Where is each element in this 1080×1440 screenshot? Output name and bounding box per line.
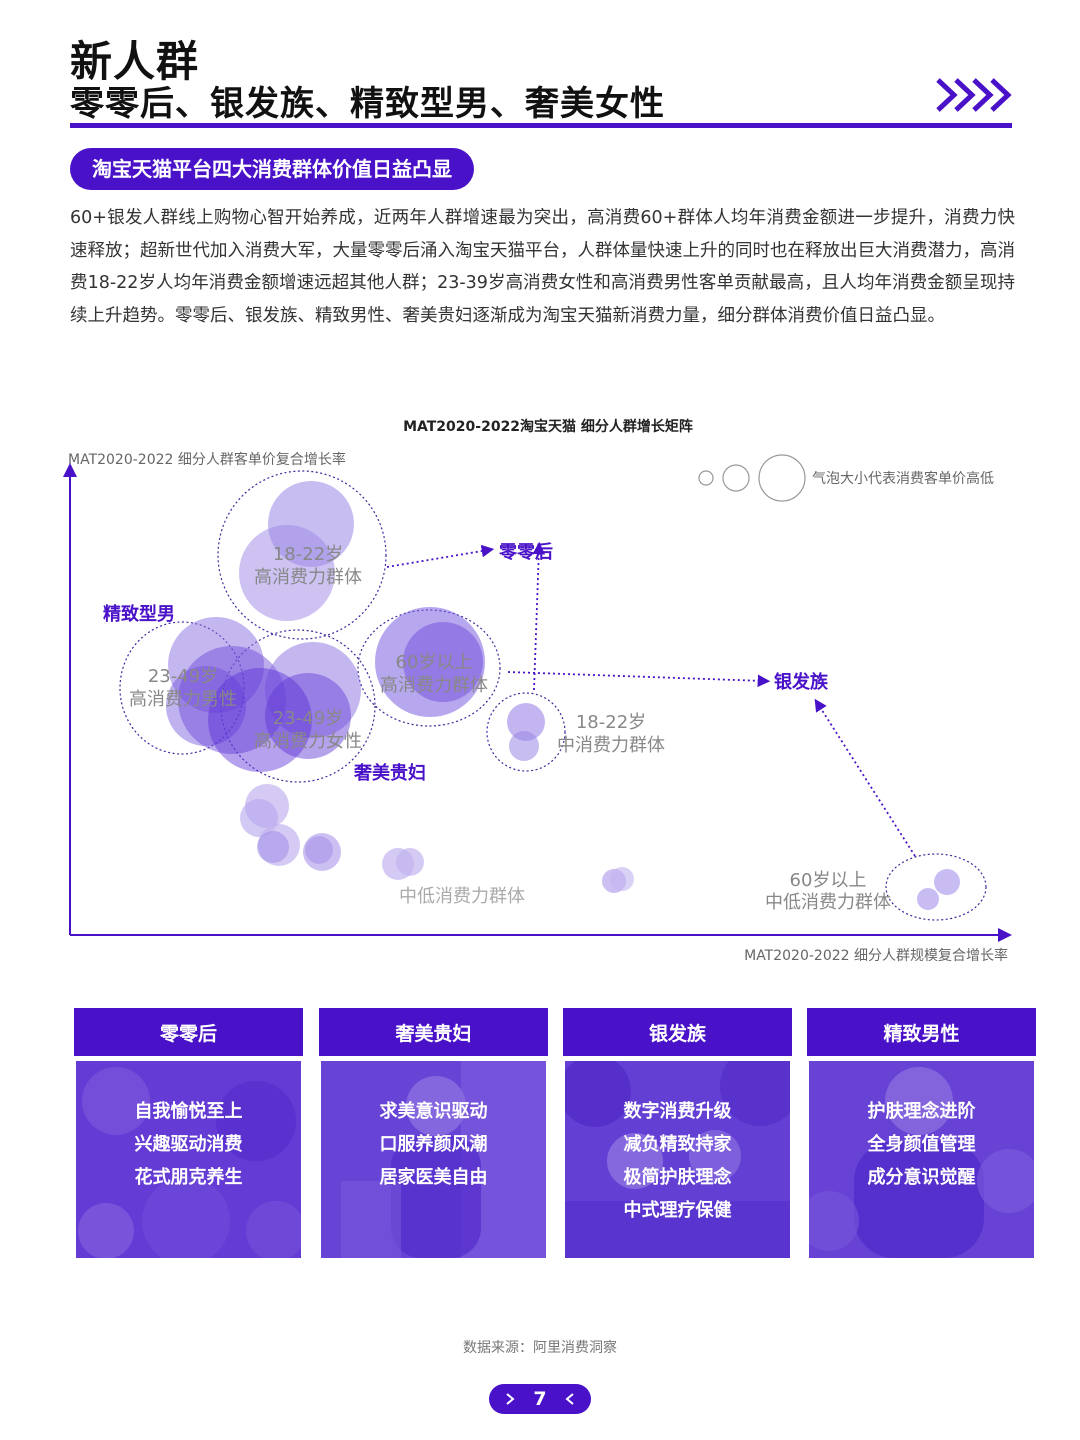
bubble — [403, 622, 483, 702]
bubble — [934, 869, 960, 895]
enclosure-18-22-mid — [486, 692, 566, 772]
arrow-up-to-lingling — [532, 541, 546, 691]
bubble — [396, 848, 424, 876]
bubble — [178, 646, 286, 754]
page-number: 7 — [533, 1388, 547, 1410]
legend-text: 气泡大小代表消费客单价高低 — [812, 470, 994, 487]
card-line: 成分意识觉醒 — [867, 1167, 976, 1188]
bubble — [305, 836, 333, 864]
card-image-lingling: 自我愉悦至上 兴趣驱动消费 花式朋克养生 — [76, 1061, 301, 1258]
segment-cards: 零零后 自我愉悦至上 兴趣驱动消费 花式朋克养生 奢美贵妇 — [74, 1008, 1036, 1258]
chevron-left-icon[interactable] — [565, 1392, 575, 1406]
enclosure-60-low — [885, 853, 987, 921]
growth-matrix-chart: MAT2020-2022淘宝天猫 细分人群增长矩阵 MAT2020-2022 细… — [63, 418, 1012, 964]
segment-label-jingzhi: 精致型男 — [103, 603, 175, 625]
card-lines: 护肤理念进阶 全身颜值管理 成分意识觉醒 — [809, 1095, 1034, 1194]
card-line: 兴趣驱动消费 — [134, 1134, 243, 1155]
bubble — [265, 673, 351, 759]
y-axis-label: MAT2020-2022 细分人群客单价复合增长率 — [68, 451, 346, 468]
photo-placeholder-icon — [76, 1061, 301, 1258]
title-sub: 零零后、银发族、精致型男、奢美女性 — [70, 84, 665, 124]
bubble — [509, 731, 539, 761]
card-line: 数字消费升级 — [623, 1101, 732, 1122]
bubble — [208, 668, 312, 772]
arrow-to-silver — [507, 671, 771, 688]
legend-bubble-medium — [722, 464, 750, 492]
card-line: 花式朋克养生 — [134, 1167, 243, 1188]
card-title: 精致男性 — [807, 1008, 1036, 1056]
legend-bubble-small — [698, 470, 714, 486]
card-lines: 数字消费升级 减负精致持家 极简护肤理念 中式理疗保健 — [565, 1095, 790, 1227]
bubble — [917, 888, 939, 910]
title-main: 新人群 — [70, 37, 200, 86]
photo-placeholder-icon — [565, 1061, 790, 1258]
card-line: 求美意识驱动 — [379, 1101, 488, 1122]
header-divider — [70, 123, 1012, 128]
card-line: 自我愉悦至上 — [134, 1101, 243, 1122]
page-indicator: 7 — [489, 1384, 591, 1414]
card-image-jingzhi: 护肤理念进阶 全身颜值管理 成分意识觉醒 — [809, 1061, 1034, 1258]
group-label-18-22-mid: 18-22岁中消费力群体 — [557, 712, 665, 756]
group-label-low: 中低消费力群体 — [399, 886, 525, 907]
arrow-to-lingling — [386, 544, 495, 568]
card-lines: 求美意识驱动 口服养颜风潮 居家医美自由 — [321, 1095, 546, 1194]
card-title: 零零后 — [74, 1008, 303, 1056]
card-luxury: 奢美贵妇 求美意识驱动 口服养颜风潮 居家医美自由 — [319, 1008, 548, 1258]
data-source: 数据来源：阿里消费洞察 — [463, 1340, 617, 1356]
group-label-male-high: 23-49岁高消费力男性 — [129, 666, 237, 710]
bubble — [257, 831, 289, 863]
bubble — [303, 833, 341, 871]
bubble — [166, 666, 246, 746]
bubble — [239, 525, 335, 621]
bubble — [168, 617, 264, 713]
segment-label-luxury: 奢美贵妇 — [353, 762, 426, 784]
card-line: 居家医美自由 — [379, 1167, 488, 1188]
group-label-60-low: 60岁以上中低消费力群体 — [765, 870, 891, 913]
x-axis-label: MAT2020-2022 细分人群规模复合增长率 — [744, 947, 1008, 964]
legend-bubble-large — [758, 454, 806, 502]
enclosure-60-high — [357, 609, 501, 727]
card-line: 护肤理念进阶 — [867, 1101, 976, 1122]
intro-paragraph: 60+银发人群线上购物心智开始养成，近两年人群增速最为突出，高消费60+群体人均… — [70, 208, 1015, 326]
card-line: 中式理疗保健 — [623, 1200, 732, 1221]
group-label-18-22-high: 18-22岁高消费力群体 — [254, 544, 362, 588]
group-label-female-high: 23-49岁高消费力女性 — [254, 708, 362, 752]
card-line: 口服养颜风潮 — [379, 1134, 488, 1155]
photo-placeholder-icon — [809, 1061, 1034, 1258]
photo-placeholder-icon — [321, 1061, 546, 1258]
arrow-silver-diagonal — [814, 698, 916, 857]
chevron-right-icon[interactable] — [505, 1392, 515, 1406]
chart-title: MAT2020-2022淘宝天猫 细分人群增长矩阵 — [403, 418, 693, 435]
segment-label-silver: 银发族 — [774, 671, 829, 693]
group-label-60-high: 60岁以上高消费力群体 — [380, 652, 488, 696]
chevrons-icon — [936, 78, 1012, 112]
card-line: 全身颜值管理 — [867, 1134, 976, 1155]
enclosure-18-22-high — [217, 470, 387, 640]
card-jingzhi: 精致男性 护肤理念进阶 全身颜值管理 成分意识觉醒 — [807, 1008, 1036, 1258]
bubble — [507, 703, 545, 741]
card-image-luxury: 求美意识驱动 口服养颜风潮 居家医美自由 — [321, 1061, 546, 1258]
segment-label-lingling: 零零后 — [498, 542, 553, 563]
bubble — [610, 867, 634, 891]
card-title: 奢美贵妇 — [319, 1008, 548, 1056]
card-title: 银发族 — [563, 1008, 792, 1056]
bubbles — [166, 481, 960, 910]
size-legend: 气泡大小代表消费客单价高低 — [698, 454, 994, 502]
card-line: 极简护肤理念 — [623, 1167, 732, 1188]
card-image-silver: 数字消费升级 减负精致持家 极简护肤理念 中式理疗保健 — [565, 1061, 790, 1258]
card-lines: 自我愉悦至上 兴趣驱动消费 花式朋克养生 — [76, 1095, 301, 1194]
section-pill: 淘宝天猫平台四大消费群体价值日益凸显 — [70, 148, 474, 190]
bubble — [375, 607, 485, 717]
card-silver: 银发族 数字消费升级 减负精致持家 极简护肤理念 中式理疗保健 — [563, 1008, 792, 1258]
card-lingling: 零零后 自我愉悦至上 兴趣驱动消费 花式朋克养生 — [74, 1008, 303, 1258]
card-line: 减负精致持家 — [623, 1134, 732, 1155]
